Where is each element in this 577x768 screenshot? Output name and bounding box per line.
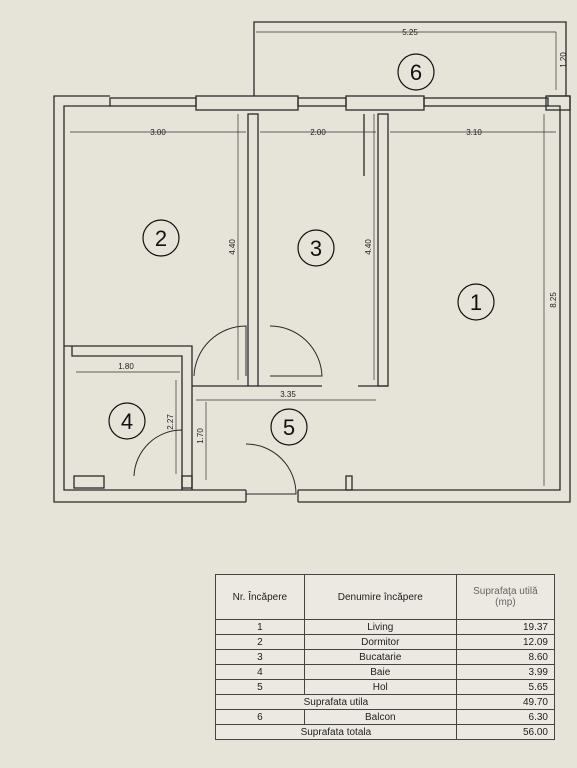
- dim-room3-depth: 4.40: [364, 239, 373, 255]
- table-row: 1 Living 19.37: [215, 619, 556, 635]
- dim-room2-width: 3.00: [150, 128, 166, 137]
- header-nr: Nr. Încăpere: [215, 574, 305, 620]
- room-label-2: 2: [155, 226, 167, 251]
- room-label-1: 1: [470, 290, 482, 315]
- table-row: 6 Balcon 6.30: [215, 709, 556, 725]
- door-swings: [133, 325, 323, 495]
- room-label-4: 4: [121, 409, 133, 434]
- dim-room2-depth: 4.40: [228, 239, 237, 255]
- dim-room1-depth: 8.25: [549, 292, 558, 308]
- dim-balcony-width: 5.25: [402, 28, 418, 37]
- total-area-label: Suprafata totala: [215, 724, 457, 740]
- useful-area-row: Suprafata utila 49.70: [215, 694, 556, 710]
- dim-room3-width: 2.00: [310, 128, 326, 137]
- table-row: 3 Bucatarie 8.60: [215, 649, 556, 665]
- room-label-3: 3: [310, 236, 322, 261]
- total-area-row: Suprafata totala 56.00: [215, 724, 556, 740]
- room-label-6: 6: [410, 60, 422, 85]
- dim-room1-width: 3.10: [466, 128, 482, 137]
- area-table: Nr. Încăpere Denumire încăpere Suprafaţa…: [215, 574, 556, 740]
- table-header-row: Nr. Încăpere Denumire încăpere Suprafaţa…: [215, 574, 556, 620]
- dim-hall-depth: 1.70: [196, 428, 205, 444]
- useful-area-value: 49.70: [455, 694, 556, 710]
- dim-balcony-depth: 1.20: [559, 52, 568, 68]
- useful-area-label: Suprafata utila: [215, 694, 457, 710]
- dim-hall-width: 3.35: [280, 390, 296, 399]
- interior-walls: [64, 113, 389, 502]
- room-markers: [108, 53, 495, 446]
- total-area-value: 56.00: [455, 724, 556, 740]
- dimension-lines: [70, 31, 557, 486]
- exterior-walls: [53, 21, 571, 503]
- dim-bath-width: 1.80: [118, 362, 134, 371]
- dim-bath-depth: 2.27: [166, 414, 175, 430]
- header-area: Suprafaţa utilă (mp): [455, 574, 556, 620]
- room-label-5: 5: [283, 415, 295, 440]
- header-name: Denumire încăpere: [303, 574, 457, 620]
- table-row: 2 Dormitor 12.09: [215, 634, 556, 650]
- table-row: 4 Baie 3.99: [215, 664, 556, 680]
- table-row: 5 Hol 5.65: [215, 679, 556, 695]
